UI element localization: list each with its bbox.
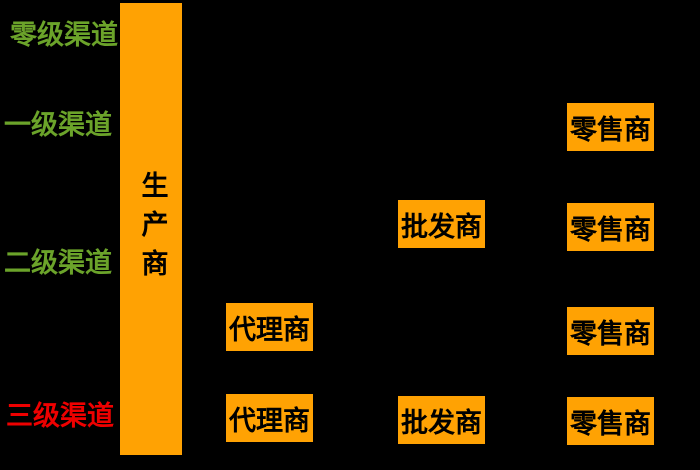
- producer-box: 生产商: [120, 3, 182, 455]
- level-label-one: 一级渠道: [4, 110, 112, 141]
- retailer-box: 零售商: [567, 307, 654, 355]
- level-label-three: 三级渠道: [6, 401, 114, 432]
- agent-box: 代理商: [226, 303, 313, 351]
- level-label-two: 二级渠道: [4, 248, 112, 279]
- wholesaler-box: 批发商: [398, 396, 485, 444]
- retailer-box: 零售商: [567, 397, 654, 445]
- wholesaler-box: 批发商: [398, 200, 485, 248]
- level-label-zero: 零级渠道: [10, 20, 118, 51]
- retailer-box: 零售商: [567, 103, 654, 151]
- producer-label: 生产商: [136, 170, 168, 288]
- retailer-box: 零售商: [567, 203, 654, 251]
- agent-box: 代理商: [226, 394, 313, 442]
